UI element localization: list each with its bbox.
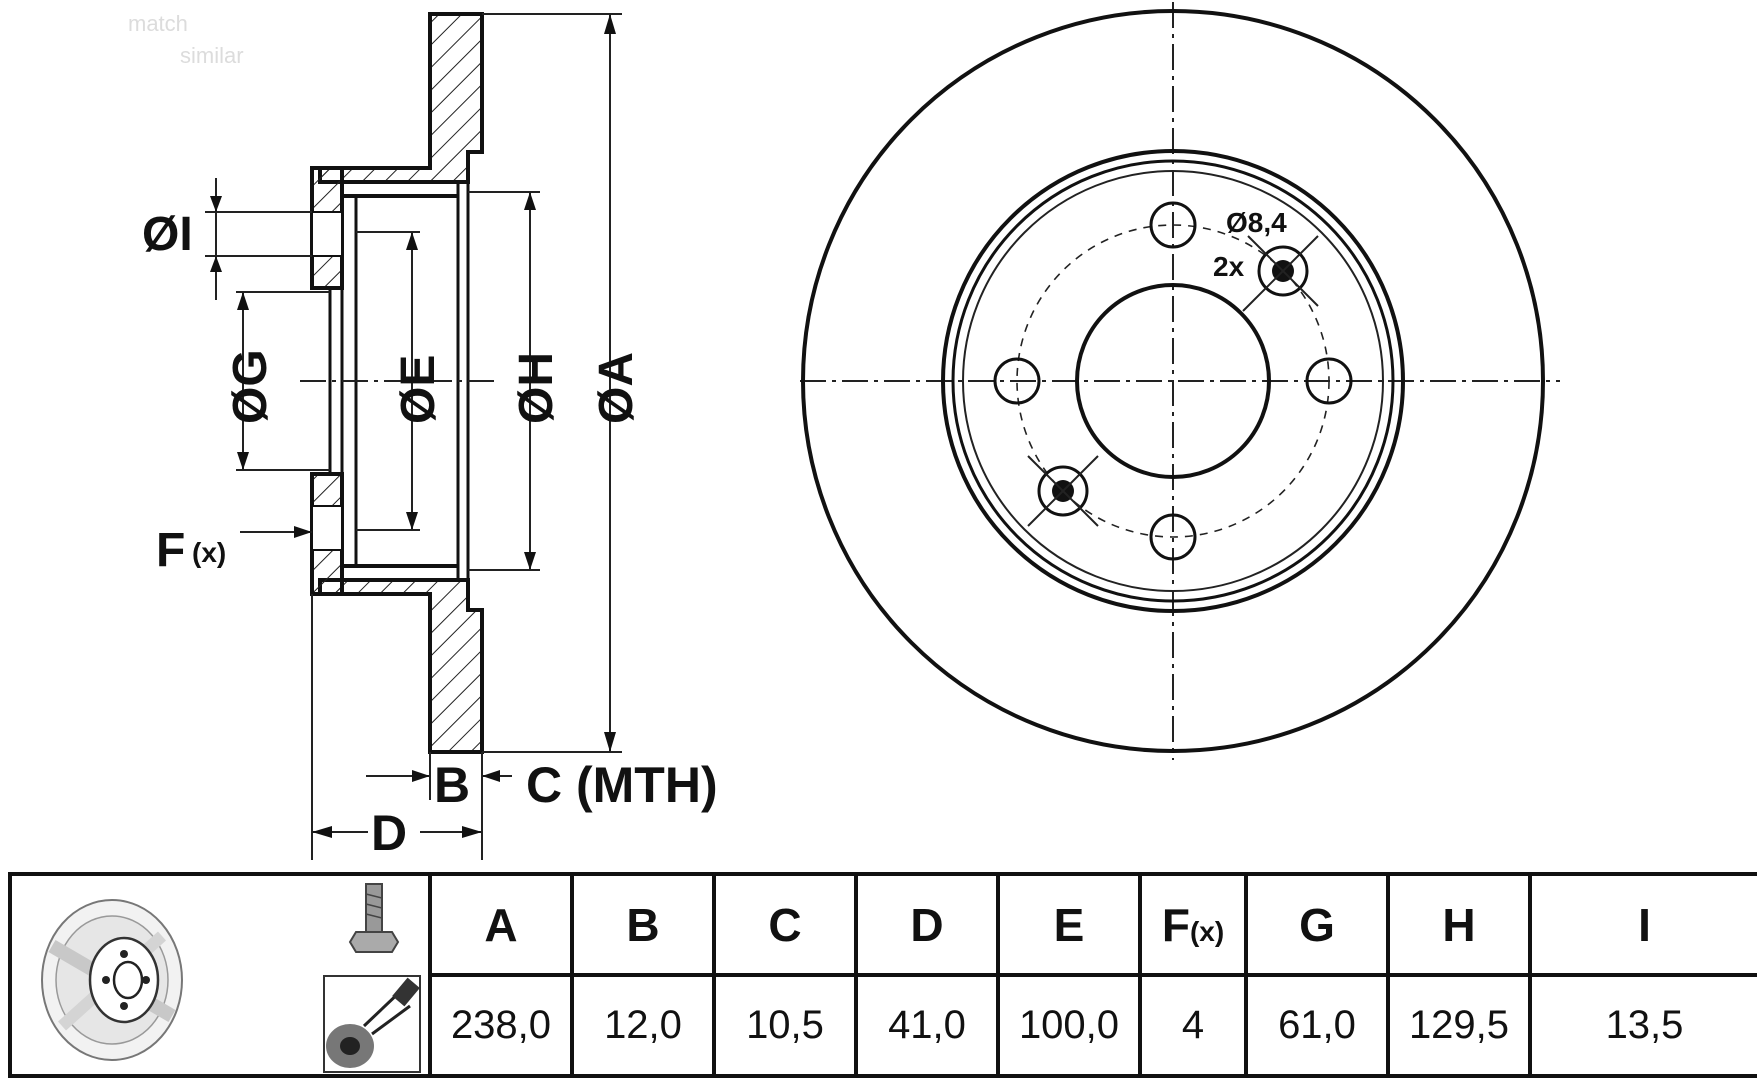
- section-top-ring: [318, 12, 484, 184]
- header-i: I: [1528, 872, 1757, 977]
- bolt-hole-bottom-front: [1149, 513, 1197, 561]
- value-f: 4: [1138, 973, 1248, 1078]
- label-hole-dia: Ø8,4: [1226, 207, 1287, 238]
- label-hole-count: 2x: [1213, 251, 1245, 282]
- watermark-line-1: match: [128, 11, 188, 36]
- technical-drawing: ØI ØG ØE ØH ØA F (x): [142, 2, 1560, 861]
- hat-ring-inner: [951, 159, 1395, 603]
- label-dia-e: ØE: [392, 355, 445, 424]
- label-dia-a: ØA: [590, 352, 643, 424]
- header-f-label: F: [1161, 898, 1190, 951]
- locating-hole-lower: [1027, 455, 1099, 527]
- header-f: F(x): [1138, 872, 1248, 977]
- bolt-hole-bottom: [311, 505, 343, 551]
- label-c-mth: C (MTH): [526, 757, 718, 813]
- value-g: 61,0: [1244, 973, 1390, 1078]
- value-c: 10,5: [712, 973, 858, 1078]
- header-f-sub: (x): [1189, 915, 1225, 947]
- header-c: C: [712, 872, 858, 977]
- brake-disc-thumbnail-icon: [41, 899, 183, 1061]
- bolt-hole-right-front: [1305, 357, 1353, 405]
- header-a: A: [428, 872, 574, 977]
- label-f: F: [156, 524, 185, 577]
- value-i: 13,5: [1528, 973, 1757, 1078]
- label-dia-h: ØH: [510, 352, 563, 424]
- value-d: 41,0: [854, 973, 1000, 1078]
- thumbnail-cell: [8, 872, 432, 1078]
- locating-hole-upper: [1242, 235, 1319, 312]
- bolt-hole-top-front: [1149, 201, 1197, 249]
- hat-ring-outer: [941, 149, 1405, 613]
- section-bottom-ring: [318, 578, 484, 754]
- front-view: Ø8,4 2x: [800, 2, 1560, 760]
- header-e: E: [996, 872, 1142, 977]
- header-d: D: [854, 872, 1000, 977]
- watermark-line-2: similar: [180, 43, 244, 68]
- value-e: 100,0: [996, 973, 1142, 1078]
- spray-cleaning-icon: [323, 975, 421, 1073]
- bolt-hole-left-front: [993, 357, 1041, 405]
- bolt-circle: [1016, 224, 1330, 538]
- spec-table: A B C D E F(x) G H I 238,0 12,0 10,5 41,…: [8, 872, 1757, 1078]
- centre-bore: [1075, 283, 1271, 479]
- label-b: B: [434, 757, 470, 813]
- label-d: D: [371, 805, 407, 861]
- watermark: match similar: [40, 8, 244, 72]
- side-section-view: ØI ØG ØE ØH ØA F (x): [142, 12, 718, 861]
- label-f-sub: (x): [192, 537, 226, 568]
- value-b: 12,0: [570, 973, 716, 1078]
- label-dia-i: ØI: [142, 208, 193, 261]
- value-a: 238,0: [428, 973, 574, 1078]
- header-b: B: [570, 872, 716, 977]
- header-g: G: [1244, 872, 1390, 977]
- label-dia-g: ØG: [224, 349, 277, 424]
- wheel-bolt-icon: [348, 883, 400, 953]
- value-h: 129,5: [1386, 973, 1532, 1078]
- disc-outer-edge: [801, 9, 1545, 753]
- bolt-hole-top: [311, 211, 343, 257]
- header-h: H: [1386, 872, 1532, 977]
